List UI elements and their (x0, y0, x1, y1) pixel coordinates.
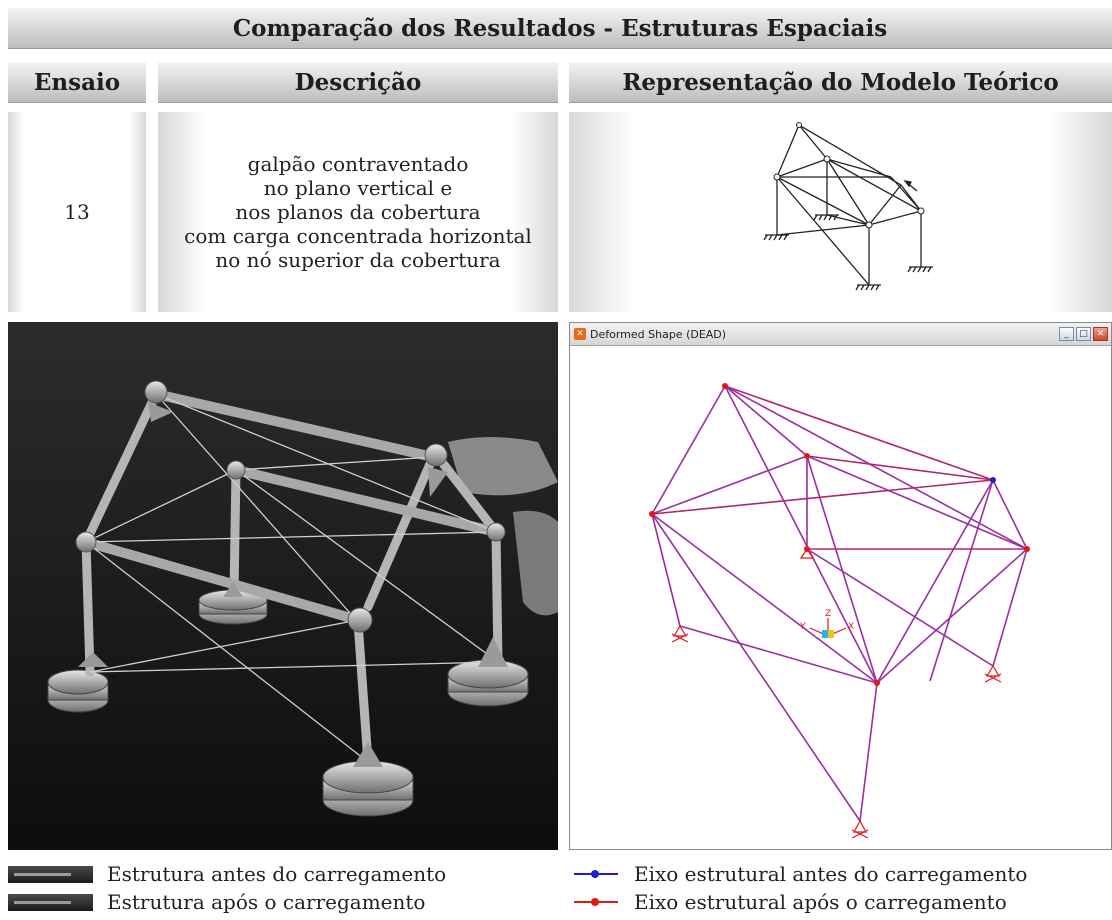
minimize-button[interactable]: _ (1059, 327, 1074, 341)
app-icon: ✕ (574, 328, 586, 340)
structure-before-swatch (8, 865, 93, 883)
physical-model-photo (8, 322, 558, 850)
description-line: no plano vertical e (263, 176, 453, 200)
column-header-modelo: Representação do Modelo Teórico (569, 62, 1112, 103)
axes-triad: Z Y X (799, 609, 854, 638)
close-button[interactable]: ✕ (1093, 327, 1108, 341)
legend-after-axis: Eixo estrutural após o carregamento (574, 890, 1007, 914)
column-header-descricao: Descrição (158, 62, 558, 103)
description-cell: galpão contraventado no plano vertical e… (158, 112, 558, 312)
legend-label: Eixo estrutural antes do carregamento (634, 862, 1028, 886)
legend-label: Estrutura antes do carregamento (107, 862, 447, 886)
column-header-ensaio: Ensaio (8, 62, 146, 103)
window-titlebar[interactable]: ✕ Deformed Shape (DEAD) _ □ ✕ (570, 323, 1111, 346)
deformed-shape-plot: Z Y X (649, 383, 1030, 839)
description-line: nos planos da cobertura (235, 200, 481, 224)
deformed-shape-window[interactable]: ✕ Deformed Shape (DEAD) _ □ ✕ (569, 322, 1112, 850)
theoretical-model-diagram (762, 122, 933, 291)
description-line: galpão contraventado (247, 152, 469, 176)
axis-label-x: X (848, 622, 854, 632)
legend-before-structure: Estrutura antes do carregamento (8, 862, 446, 886)
blue-line-icon (574, 870, 618, 878)
axis-label-y: Y (799, 622, 806, 632)
description-line: com carga concentrada horizontal (184, 224, 532, 248)
maximize-button[interactable]: □ (1076, 327, 1091, 341)
page-title: Comparação dos Resultados - Estruturas E… (8, 8, 1112, 49)
red-line-icon (574, 898, 618, 906)
theoretical-model-cell (569, 112, 1112, 312)
window-title: Deformed Shape (DEAD) (590, 327, 727, 341)
axis-label-z: Z (825, 609, 831, 619)
ensaio-value: 13 (64, 200, 90, 224)
ensaio-number: 13 (8, 112, 146, 312)
legend-before-axis: Eixo estrutural antes do carregamento (574, 862, 1027, 886)
legend-label: Estrutura após o carregamento (107, 890, 426, 914)
description-line: no nó superior da cobertura (215, 248, 501, 272)
legend-after-structure: Estrutura após o carregamento (8, 890, 425, 914)
legend-label: Eixo estrutural após o carregamento (634, 890, 1007, 914)
structure-after-swatch (8, 893, 93, 911)
